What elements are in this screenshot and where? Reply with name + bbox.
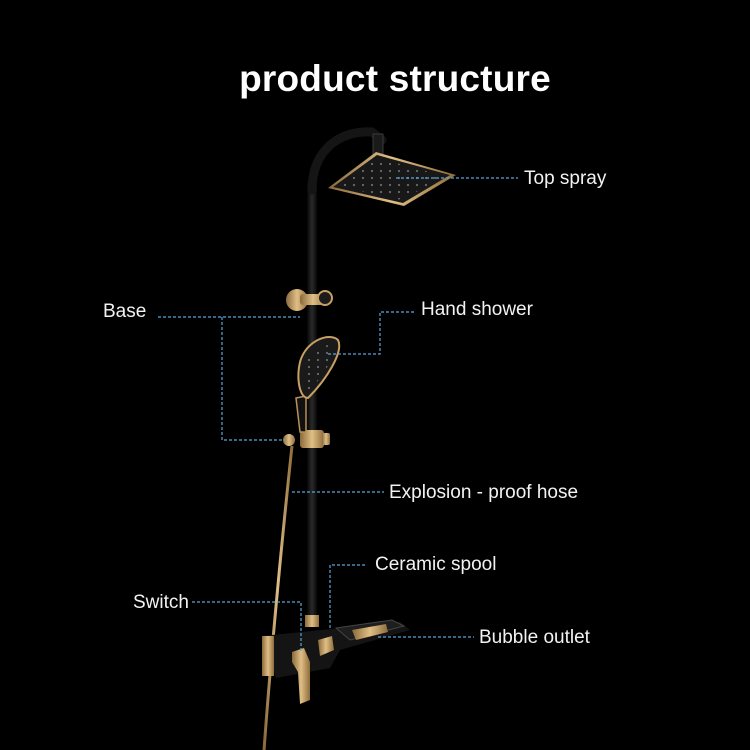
hand-shower-holder — [283, 430, 330, 448]
leader-base — [158, 316, 300, 441]
mixer-body — [262, 619, 410, 704]
explosion-proof-hose — [262, 445, 294, 750]
ceramic-spool-collar — [305, 615, 319, 627]
label-top-spray: Top spray — [524, 168, 607, 189]
leader-switch — [192, 601, 302, 652]
label-explosion-proof-hose: Explosion - proof hose — [389, 482, 579, 503]
label-switch: Switch — [133, 592, 189, 613]
leader-hand-shower — [328, 311, 414, 355]
wall-base-bracket — [286, 289, 333, 311]
leader-lines — [158, 177, 518, 652]
main-pipe — [307, 185, 317, 625]
label-ceramic-spool: Ceramic spool — [375, 554, 497, 575]
top-spray-head — [328, 152, 456, 206]
label-bubble-outlet: Bubble outlet — [479, 627, 590, 648]
label-base: Base — [103, 301, 147, 322]
label-hand-shower: Hand shower — [421, 299, 533, 320]
page-title: product structure — [239, 58, 551, 99]
shower-arm — [307, 127, 387, 195]
leader-ceramic-spool — [329, 564, 365, 628]
hand-shower — [295, 335, 341, 433]
